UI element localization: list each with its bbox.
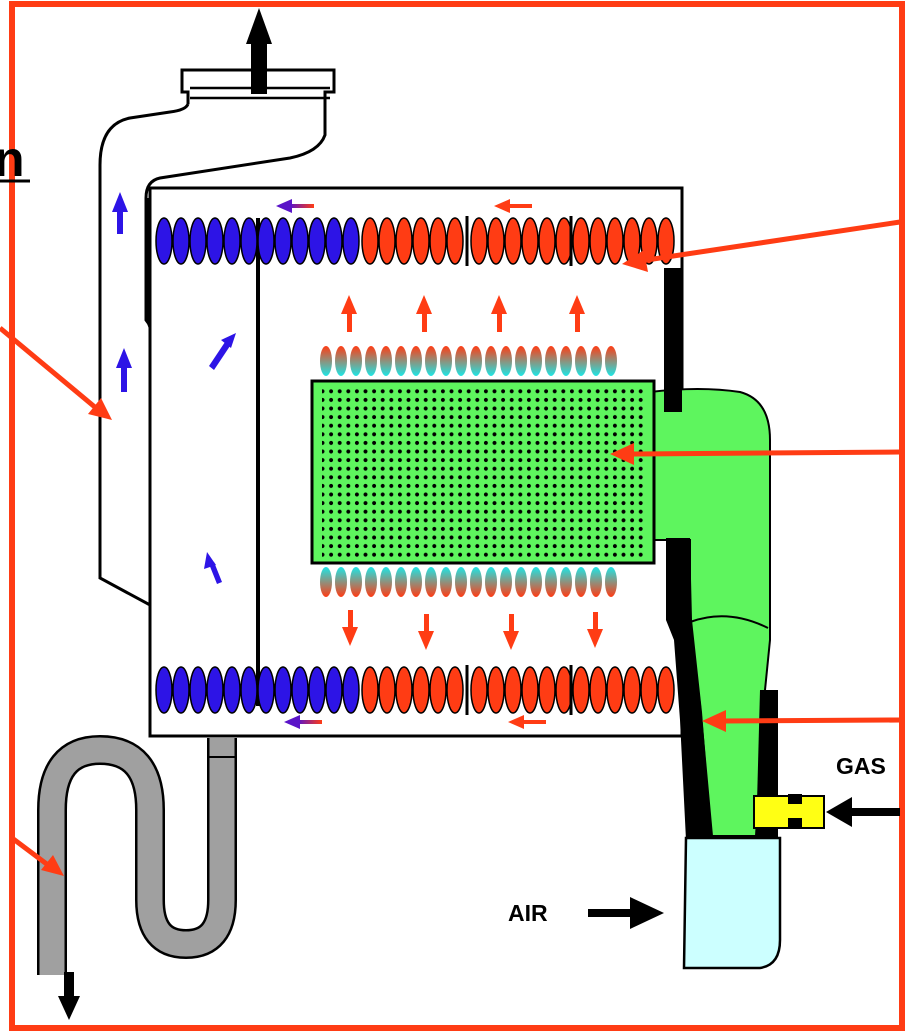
gas-label: GAS [836, 753, 886, 779]
callout-arrows [0, 219, 901, 876]
flue-gas-flow-arrows [112, 192, 236, 584]
partial-label: n [0, 131, 25, 187]
outer-frame [9, 1, 905, 1031]
heat-flow-arrows-down [342, 610, 603, 650]
water-flow-arrows [276, 199, 546, 729]
flue-duct [98, 68, 336, 607]
gas-valve [753, 794, 825, 829]
arrow-left-icon [826, 797, 900, 827]
upper-inner-coils [320, 346, 617, 376]
condensate-trap [37, 735, 237, 975]
heat-flow-arrows-up [341, 295, 585, 332]
bottom-coil-row [155, 665, 675, 715]
right-wall-lower [666, 538, 712, 840]
lower-inner-coils [320, 567, 617, 597]
duct-seam [689, 615, 769, 629]
right-wall-upper [664, 268, 682, 412]
arrow-right-icon [588, 897, 664, 929]
burner-mixing-duct [649, 388, 771, 837]
burner-perforations [322, 386, 644, 558]
arrow-up-icon [246, 8, 272, 94]
top-coil-row [155, 216, 675, 266]
air-intake-chamber [682, 836, 782, 970]
air-label: AIR [508, 900, 548, 926]
arrow-down-icon [58, 972, 80, 1020]
